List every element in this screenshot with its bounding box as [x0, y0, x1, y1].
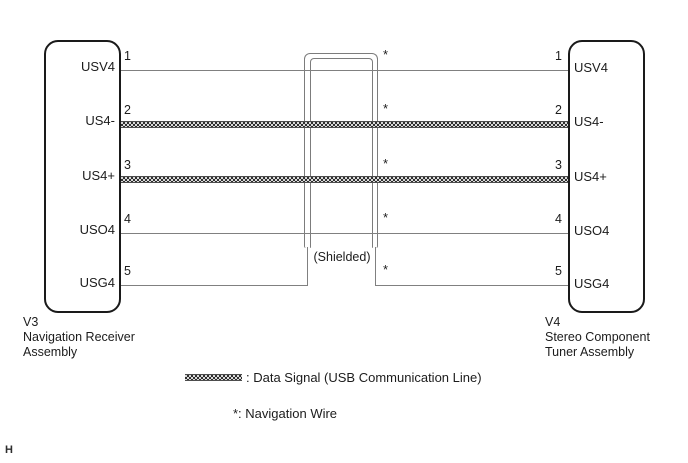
terminal-label-right-usv4: USV4: [574, 60, 608, 75]
component-code-v3: V3: [23, 315, 39, 329]
legend-data-signal-text: : Data Signal (USB Communication Line): [246, 370, 482, 385]
component-name-v3-line2: Assembly: [23, 345, 78, 359]
shield-drain-right: [375, 247, 376, 285]
terminal-label-right-us4-minus: US4-: [574, 114, 604, 129]
asterisk-note-wire1: *: [383, 47, 389, 62]
terminal-label-left-us4-minus: US4-: [85, 113, 115, 128]
wire-pin5-usg4-right: [375, 285, 568, 286]
legend-data-signal-swatch: [185, 374, 242, 381]
component-name-v4-line1: Stereo Component: [545, 330, 650, 344]
asterisk-note-wire2: *: [383, 101, 389, 116]
component-caption-v4: V4 Stereo Component Tuner Assembly: [545, 315, 650, 360]
wire-pin4-uso4: [121, 233, 568, 234]
terminal-label-right-usg4: USG4: [574, 276, 610, 291]
component-code-v4: V4: [545, 315, 561, 329]
pin-number-right-2: 2: [555, 103, 562, 117]
component-name-v3-line1: Navigation Receiver: [23, 330, 135, 344]
component-name-v4-line2: Tuner Assembly: [545, 345, 635, 359]
pin-number-right-1: 1: [555, 49, 562, 63]
asterisk-note-wire5: *: [383, 262, 389, 277]
pin-number-left-3: 3: [124, 158, 131, 172]
pin-number-left-4: 4: [124, 212, 131, 226]
terminal-label-left-usv4: USV4: [81, 59, 115, 74]
connector-box-v3: [44, 40, 121, 313]
footnote-navigation-wire: *: Navigation Wire: [233, 406, 338, 421]
asterisk-note-wire3: *: [383, 156, 389, 171]
pin-number-right-3: 3: [555, 158, 562, 172]
asterisk-note-wire4: *: [383, 210, 389, 225]
terminal-label-left-uso4: USO4: [79, 222, 115, 237]
wire-pin2-us4-minus-data: [121, 121, 568, 128]
shield-outline-inner: [310, 58, 373, 248]
terminal-label-left-us4-plus: US4+: [82, 168, 115, 183]
wire-pin3-us4-plus-data: [121, 176, 568, 183]
wire-pin1-usv4: [121, 70, 568, 71]
pin-number-left-1: 1: [124, 49, 131, 63]
pin-number-left-2: 2: [124, 103, 131, 117]
wire-pin5-usg4-left: [121, 285, 308, 286]
page-marker-h: H: [5, 444, 13, 456]
shield-drain-left: [307, 247, 308, 285]
terminal-label-left-usg4: USG4: [79, 275, 115, 290]
terminal-label-right-uso4: USO4: [574, 223, 610, 238]
connector-box-v4: [568, 40, 645, 313]
pin-number-left-5: 5: [124, 264, 131, 278]
pin-number-right-4: 4: [555, 212, 562, 226]
terminal-label-right-us4-plus: US4+: [574, 169, 607, 184]
pin-number-right-5: 5: [555, 264, 562, 278]
component-caption-v3: V3 Navigation Receiver Assembly: [23, 315, 135, 360]
shield-caption: (Shielded): [313, 250, 371, 264]
